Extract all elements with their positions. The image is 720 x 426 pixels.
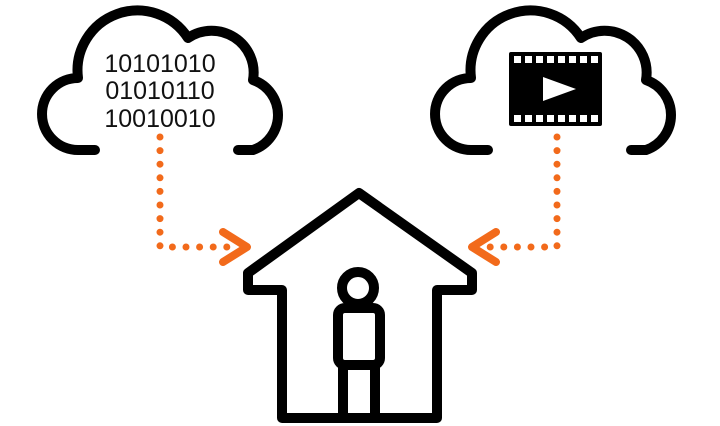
arrowhead-right-icon [219, 228, 251, 266]
binary-line-1: 10101010 [104, 50, 215, 78]
data-cloud: 10101010 01010110 10010010 [42, 10, 278, 150]
binary-line-2: 01010110 [105, 77, 214, 105]
person-icon [333, 267, 385, 423]
right-dotted-arrow [468, 133, 561, 266]
house-with-person-icon [243, 188, 477, 423]
video-cloud [435, 10, 671, 150]
left-dotted-arrow [156, 133, 251, 266]
film-play-icon [509, 52, 602, 126]
play-icon [543, 77, 576, 101]
binary-line-3: 10010010 [104, 105, 215, 133]
arrowhead-left-icon [468, 228, 500, 266]
